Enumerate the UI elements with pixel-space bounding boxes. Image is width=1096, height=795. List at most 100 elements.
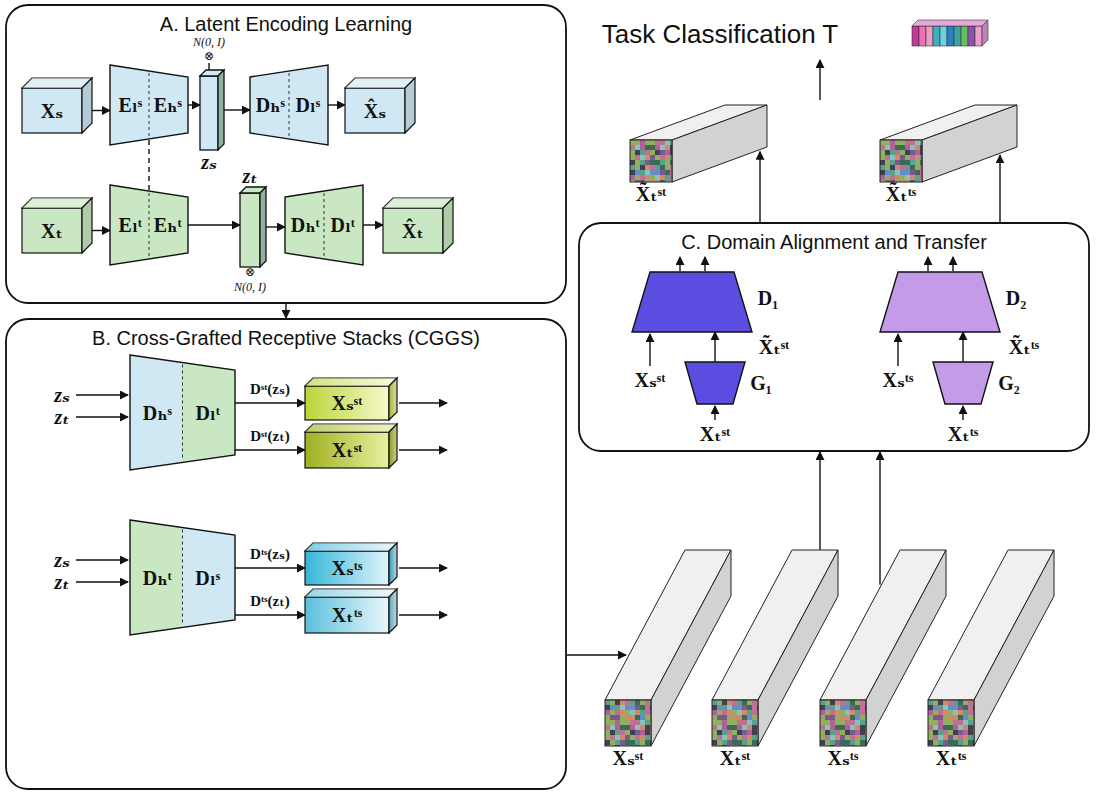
text-holder: A. Latent Encoding Learning [160, 13, 412, 36]
connector [148, 140, 149, 191]
tensor-box: Xₛˢᵗ [305, 378, 397, 420]
node-text: A. Latent Encoding Learning [160, 13, 412, 36]
text-holder: X̂ₛ [364, 99, 386, 122]
node-text: Eₗˢ [119, 94, 143, 117]
text-holder: Xₜˢᵗ [332, 439, 362, 462]
text-holder: Xₜᵗˢ [936, 747, 966, 770]
node-text: D₂ [1006, 287, 1026, 310]
connector [235, 567, 305, 568]
network-block: Dₕᵗ Dₗˢ [130, 520, 235, 635]
text-holder: Xₛ [41, 99, 63, 122]
network-block: Eₗˢ Eₕˢ [110, 65, 188, 145]
connector [363, 224, 383, 225]
text-holder: Dₗᵗ [195, 401, 220, 424]
latent-code: zₜ [240, 165, 266, 267]
text-holder: Eₕᵗ [154, 214, 182, 237]
feature-stack: X̃ₜᵗˢ [880, 105, 1017, 206]
node-text: Eₕˢ [154, 94, 182, 117]
text-holder: Dₕᵗ [291, 214, 320, 237]
node-text: Xₛˢᵗ [613, 747, 644, 770]
text-holder: N(0, I) [193, 36, 225, 50]
text-holder: B. Cross-Grafted Receptive Stacks (CGGS) [92, 327, 480, 350]
connector [188, 224, 240, 225]
feature-stack: Xₛᵗˢ [820, 550, 946, 770]
text-holder: Xₛᵗˢ [332, 557, 363, 580]
node-text: Xₜˢᵗ [332, 439, 362, 462]
node-text: Eₕᵗ [154, 214, 182, 237]
node-text: Dₗᵗ [330, 214, 355, 237]
shape-outline [928, 550, 1054, 770]
node-text: Xₛᵗˢ [332, 557, 363, 580]
text-holder: Dₕᵗ [143, 566, 172, 589]
connector [759, 152, 760, 222]
tensor-box: Xₛᵗˢ [305, 543, 397, 585]
node-text: G₂ [998, 372, 1020, 395]
math-label: N(0, I) [193, 36, 225, 50]
shape-outline [632, 272, 752, 332]
tensor-box: X̂ₛ [345, 78, 415, 133]
tensor-box: X̂ₜ [383, 198, 453, 253]
connector [92, 230, 110, 231]
network-block: D₂ [880, 272, 1000, 332]
text-holder: Xₜᵗˢ [332, 604, 362, 627]
text-holder: Xₜˢᵗ [700, 423, 730, 446]
node-text: Dₕᵗ [291, 214, 320, 237]
node-text: B. Cross-Grafted Receptive Stacks (CGGS) [92, 327, 480, 350]
node-text: Xₜˢᵗ [720, 747, 750, 770]
node-text: zₛ [201, 151, 217, 174]
math-label: zₛ [54, 549, 70, 572]
node-text: Dₕˢ [256, 94, 285, 117]
connector [999, 155, 1000, 222]
tensor-box: Xₛ [22, 78, 92, 133]
text-holder: D₂ [1006, 287, 1026, 310]
edge-label: Dᵗˢ(zₜ) [248, 593, 291, 610]
text-holder: Dₗˢ [195, 566, 220, 589]
shape-outline [5, 4, 567, 304]
connector [188, 104, 200, 105]
math-label: ⊗ [245, 266, 255, 280]
connector [285, 304, 286, 318]
math-label: Xₛˢᵗ [635, 369, 666, 392]
text-holder: ⊗ [245, 266, 255, 280]
math-label: Task Classification T [602, 20, 839, 50]
connector [328, 104, 345, 105]
node-text: D₁ [758, 287, 778, 310]
math-label: ⊗ [204, 50, 214, 64]
connector [962, 332, 963, 362]
node-text: Dₕˢ [143, 401, 172, 424]
shape-outline [685, 362, 745, 404]
node-text: Dₗˢ [195, 566, 220, 589]
math-label: Xₜᵗˢ [948, 423, 978, 446]
node-text: Xₛˢᵗ [332, 392, 363, 415]
math-label: zₛ [54, 384, 70, 407]
network-block: D₁ [632, 272, 752, 332]
connector [235, 614, 305, 615]
text-holder: G₂ [998, 372, 1020, 395]
node-text: Dₗˢ [295, 94, 320, 117]
math-label: Xₛᵗˢ [883, 369, 914, 392]
text-holder: Xₛᵗˢ [828, 747, 859, 770]
text-holder: Eₗᵗ [119, 214, 142, 237]
text-holder: Dˢᵗ(zₜ) [248, 428, 291, 445]
edge-label: Dˢᵗ(zₜ) [248, 428, 291, 445]
text-holder: zₛ [54, 549, 70, 572]
text-holder: Dₕˢ [256, 94, 285, 117]
shape-outline [880, 272, 1000, 332]
text-holder: Xₜᵗˢ [948, 423, 978, 446]
text-holder: Xₜˢᵗ [720, 747, 750, 770]
text-holder: Eₗˢ [119, 94, 143, 117]
connector [879, 452, 880, 585]
math-label: X̃ₜᵗˢ [1009, 336, 1039, 359]
panel: XₛEₗˢEₕˢzₛDₕˢDₗˢX̂ₛXₜEₗᵗEₕᵗzₜDₕᵗDₗᵗX̂ₜA.… [5, 4, 567, 304]
node-text: Xₛᵗˢ [828, 747, 859, 770]
text-holder: Dₗˢ [295, 94, 320, 117]
latent-code: zₛ [200, 70, 224, 174]
text-holder: Task Classification T [602, 20, 839, 50]
node-text: G₁ [750, 372, 772, 395]
tensor-box: Xₜˢᵗ [305, 424, 397, 468]
text-holder: X̃ₜˢᵗ [759, 336, 789, 359]
text-holder: Xₛᵗˢ [883, 369, 914, 392]
text-holder: C. Domain Alignment and Transfer [681, 231, 987, 254]
text-holder: X̃ₜᵗˢ [1009, 336, 1039, 359]
text-holder: Xₛˢᵗ [332, 392, 363, 415]
